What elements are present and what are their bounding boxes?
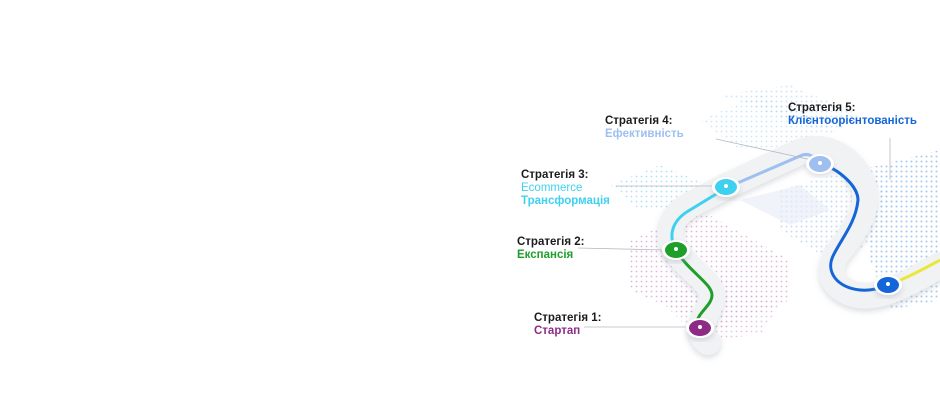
milestone-pin-4 <box>818 161 822 165</box>
milestone-pin-5 <box>886 282 890 286</box>
strategy-label-1: Стратегія 1: Стартап <box>534 312 602 338</box>
strategy-title-2: Стратегія 2: <box>517 236 585 248</box>
strategy-title-4: Стратегія 4: <box>605 115 673 127</box>
strategy-label-3: Стратегія 3: Ecommerce Трансформація <box>521 169 610 209</box>
strategy-subtitle-5: Клієнтоорієнтованість <box>788 115 917 128</box>
strategy-title-5: Стратегія 5: <box>788 102 856 114</box>
milestone-marker-3 <box>712 177 740 197</box>
leader-lines <box>577 138 891 328</box>
strategy-label-5: Стратегія 5: Клієнтоорієнтованість <box>788 102 917 128</box>
strategy-subtitle-2: Експансія <box>517 249 574 262</box>
strategy-subtitle-3b: Трансформація <box>521 195 610 208</box>
route-segment-efficiency <box>819 162 889 292</box>
leader-line-4 <box>715 138 813 161</box>
strategy-title-1: Стратегія 1: <box>534 312 602 324</box>
strategy-subtitle-4: Ефективність <box>605 128 684 141</box>
milestone-marker-2 <box>662 240 690 260</box>
milestone-pin-3 <box>724 184 728 188</box>
milestone-marker-4 <box>806 154 834 174</box>
strategy-subtitle-3a: Ecommerce <box>521 182 583 195</box>
milestone-markers <box>662 154 902 338</box>
leader-line-2 <box>577 247 667 251</box>
milestone-marker-5 <box>874 275 902 295</box>
strategy-title-3: Стратегія 3: <box>521 169 589 181</box>
strategy-subtitle-1: Стартап <box>534 325 581 338</box>
strategy-label-2: Стратегія 2: Експансія <box>517 236 585 262</box>
milestone-pin-2 <box>674 247 678 251</box>
strategy-label-4: Стратегія 4: Ефективність <box>605 115 684 141</box>
milestone-pin-1 <box>698 325 702 329</box>
milestone-marker-1 <box>686 318 714 338</box>
